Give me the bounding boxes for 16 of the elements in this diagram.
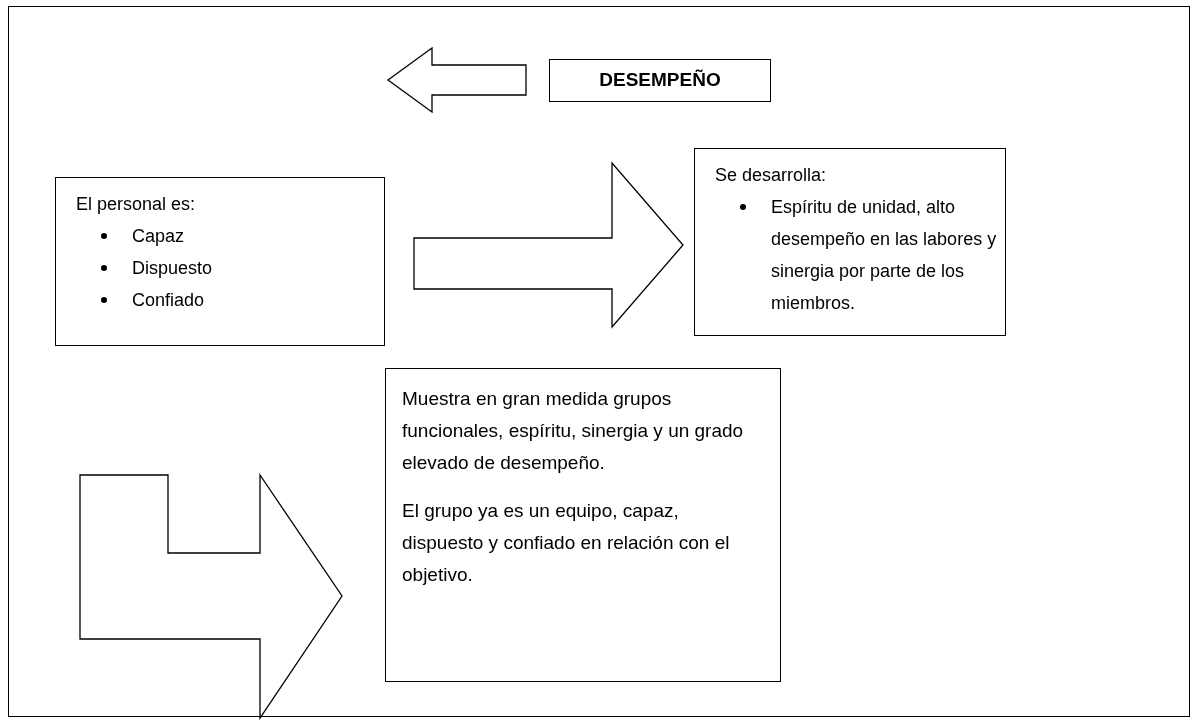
text-box bbox=[385, 368, 781, 682]
block-arrow bbox=[79, 472, 343, 721]
heading-text: DESEMPEÑO bbox=[599, 68, 721, 93]
list-heading: El personal es: bbox=[76, 193, 197, 216]
list-heading: Se desarrolla: bbox=[715, 164, 828, 187]
text-box bbox=[55, 177, 385, 346]
paragraph: Muestra en gran medida grupos funcionales, espíritu, sinergia y un grado elevado de desempeño. bbox=[402, 387, 745, 475]
block-arrow bbox=[386, 46, 527, 114]
text-box bbox=[549, 59, 771, 102]
list-item: Dispuesto bbox=[131, 257, 213, 280]
paragraph: El grupo ya es un equipo, capaz, dispuesto y confiado en relación con el objetivo. bbox=[402, 499, 731, 587]
text-box bbox=[694, 148, 1006, 336]
list-item: Capaz bbox=[131, 225, 185, 248]
list-item: Confiado bbox=[131, 289, 205, 312]
block-arrow bbox=[413, 161, 684, 329]
list-item: Espíritu de unidad, alto desempeño en las labores y sinergia por parte de los miembros. bbox=[770, 196, 997, 315]
